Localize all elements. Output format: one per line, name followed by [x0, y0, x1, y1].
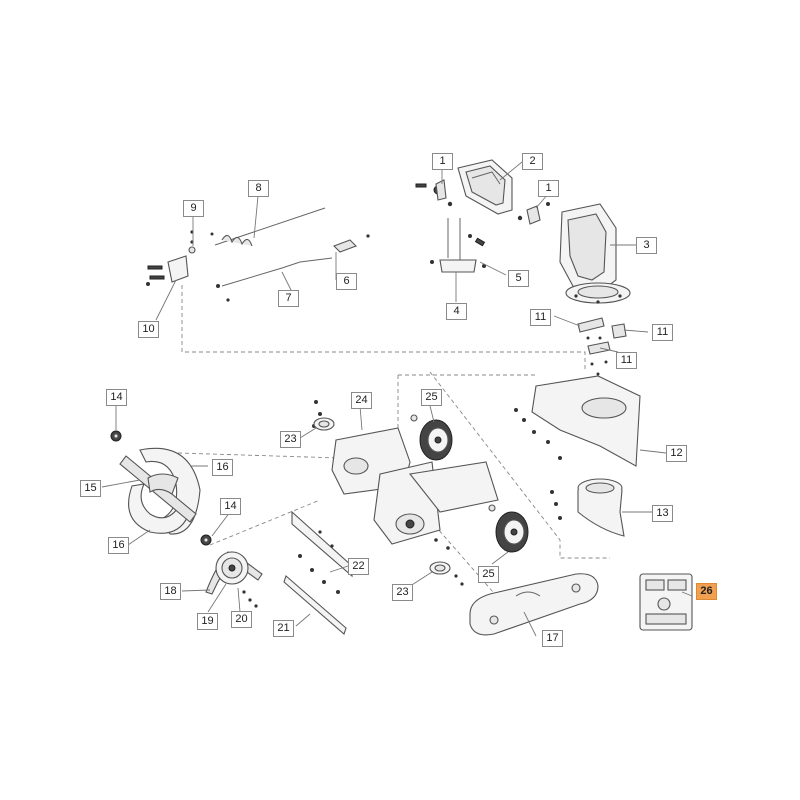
part-22-scraper-bar — [291, 510, 353, 594]
callout-part-14: 14 — [220, 498, 241, 515]
part-17-side-cover — [469, 573, 599, 636]
callout-part-25: 25 — [478, 566, 499, 583]
callout-part-11: 11 — [616, 352, 637, 369]
callout-part-17: 17 — [542, 630, 563, 647]
part-13-chute-base — [550, 478, 625, 537]
part-10-bracket — [146, 255, 189, 286]
callout-part-6: 6 — [336, 273, 357, 290]
part-1-knob-right — [517, 202, 550, 225]
part-3-discharge-chute — [559, 203, 631, 304]
part-2-deflector-frame — [457, 159, 513, 215]
callout-part-24: 24 — [351, 392, 372, 409]
part-24-auger-housing — [312, 400, 499, 550]
part-7-crank-rod — [216, 257, 333, 302]
part-14-nut-top — [110, 430, 122, 442]
callout-part-11: 11 — [530, 309, 551, 326]
callout-part-22: 22 — [348, 558, 369, 575]
callout-part-16: 16 — [108, 537, 129, 554]
callout-part-12: 12 — [666, 445, 687, 462]
part-1-knob-left — [415, 179, 453, 207]
callout-part-13: 13 — [652, 505, 673, 522]
callout-part-25: 25 — [421, 389, 442, 406]
part-12-housing-cover — [514, 375, 641, 467]
callout-part-5: 5 — [508, 270, 529, 287]
callout-part-20: 20 — [231, 611, 252, 628]
part-14-nut-bottom — [200, 534, 212, 546]
callout-part-18: 18 — [160, 583, 181, 600]
callout-part-23: 23 — [280, 431, 301, 448]
callout-part-23: 23 — [392, 584, 413, 601]
part-4-chute-bracket — [430, 218, 486, 273]
callout-part-9: 9 — [183, 200, 204, 217]
part-25-wheel-bottom — [488, 504, 529, 553]
callout-part-1: 1 — [432, 153, 453, 170]
callout-part-1: 1 — [538, 180, 559, 197]
callout-part-14: 14 — [106, 389, 127, 406]
callout-part-10: 10 — [138, 321, 159, 338]
part-20-pulley-bolts — [242, 590, 258, 608]
callout-part-7: 7 — [278, 290, 299, 307]
callout-part-16: 16 — [212, 459, 233, 476]
callout-part-26-highlighted[interactable]: 26 — [696, 583, 717, 600]
part-26-decal-set — [639, 573, 693, 631]
callout-part-11: 11 — [652, 324, 673, 341]
part-25-wheel-top — [410, 414, 453, 461]
callout-part-15: 15 — [80, 480, 101, 497]
assembly-guide-lines — [177, 285, 610, 601]
part-19-pulley — [215, 551, 249, 585]
callout-part-3: 3 — [636, 237, 657, 254]
part-9-bushing — [188, 230, 196, 254]
callout-part-4: 4 — [446, 303, 467, 320]
callout-part-21: 21 — [273, 620, 294, 637]
part-6-handle-grip — [333, 234, 370, 253]
part-23-bearing-top — [313, 417, 335, 431]
callout-part-2: 2 — [522, 153, 543, 170]
part-23-bearing-bottom — [429, 561, 464, 586]
callout-part-8: 8 — [248, 180, 269, 197]
part-8-auger-shaft — [210, 207, 326, 247]
part-16-auger-spiral — [119, 447, 201, 535]
callout-part-19: 19 — [197, 613, 218, 630]
part-21-rubber-blade — [283, 575, 347, 635]
